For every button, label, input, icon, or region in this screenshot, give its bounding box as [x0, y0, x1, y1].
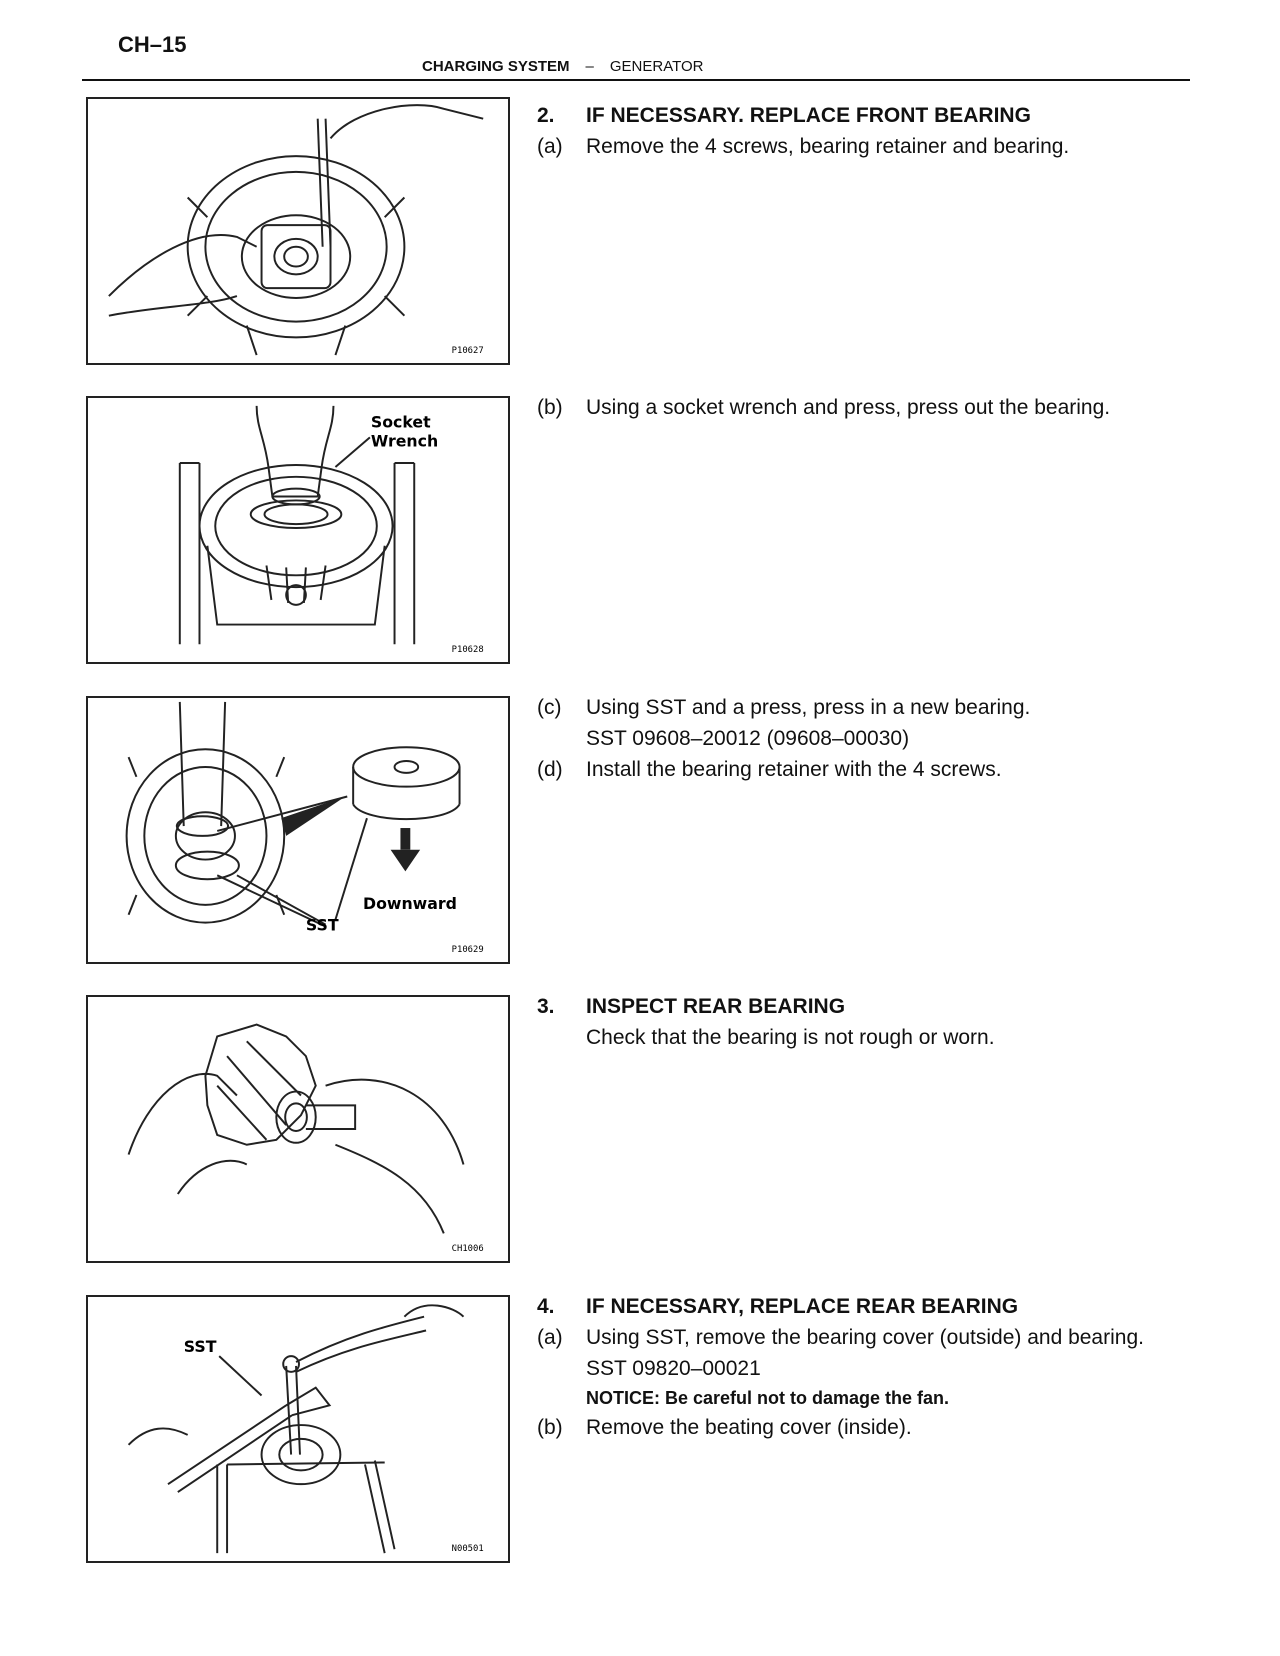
substep-text: Remove the beating cover (inside).: [586, 1416, 912, 1439]
step-title: IF NECESSARY. REPLACE FRONT BEARING: [586, 104, 1031, 127]
step-title: IF NECESSARY, REPLACE REAR BEARING: [586, 1295, 1019, 1318]
sst-number: SST 09608–20012 (09608–00030): [586, 727, 910, 750]
figure-code: N00501: [452, 1544, 484, 1554]
substep-letter: (d): [537, 758, 563, 781]
figure-press-out-bearing: Socket Wrench P10628: [86, 396, 510, 664]
figure-code: P10628: [452, 645, 484, 655]
running-header: CHARGING SYSTEM–GENERATOR: [422, 58, 704, 75]
substep-letter: (c): [537, 696, 562, 719]
illustration-retainer-screws: P10627: [108, 104, 484, 356]
step-number: 2.: [537, 104, 555, 127]
step-2c-sst: SST 09608–20012 (09608–00030): [537, 723, 1217, 754]
label-socket: Socket: [371, 413, 431, 432]
illustration-socket-press: Socket Wrench P10628: [178, 405, 484, 655]
step-4a-notice: NOTICE: Be careful not to damage the fan…: [537, 1384, 1217, 1412]
step-4-heading: 4. IF NECESSARY, REPLACE REAR BEARING: [537, 1291, 1217, 1322]
notice-text: NOTICE: Be careful not to damage the fan…: [586, 1388, 950, 1408]
substep-letter: (a): [537, 1326, 563, 1349]
step-3-block: 3. INSPECT REAR BEARING Check that the b…: [537, 991, 1217, 1053]
section-title: CHARGING SYSTEM: [422, 58, 570, 75]
substep-letter: (b): [537, 1416, 563, 1439]
step-2d: (d) Install the bearing retainer with th…: [537, 754, 1217, 785]
illustration-sst-puller: SST N00501: [127, 1304, 484, 1554]
label-downward: Downward: [363, 894, 457, 913]
figure-code: CH1006: [452, 1244, 484, 1254]
step-2c-block: (c) Using SST and a press, press in a ne…: [537, 692, 1217, 785]
step-4a: (a) Using SST, remove the bearing cover …: [537, 1322, 1217, 1353]
sst-number: SST 09820–00021: [586, 1357, 761, 1380]
illustration-hands-bearing: CH1006: [127, 1023, 484, 1254]
subsection-title: GENERATOR: [609, 58, 704, 75]
step-number: 4.: [537, 1295, 555, 1318]
substep-text: Using a socket wrench and press, press o…: [586, 396, 1111, 419]
figure-remove-rear-bearing: SST N00501: [86, 1295, 510, 1563]
step-2b: (b) Using a socket wrench and press, pre…: [537, 392, 1217, 423]
figure-code: P10629: [452, 945, 484, 955]
step-2-heading: 2. IF NECESSARY. REPLACE FRONT BEARING: [537, 100, 1217, 131]
header-rule: [82, 79, 1190, 81]
header-separator: –: [585, 58, 594, 75]
figure-code: P10627: [452, 346, 484, 356]
illustration-sst-press: Downward SST P10629: [125, 701, 484, 955]
step-2c: (c) Using SST and a press, press in a ne…: [537, 692, 1217, 723]
step-3-heading: 3. INSPECT REAR BEARING: [537, 991, 1217, 1022]
substep-letter: (a): [537, 135, 563, 158]
substep-letter: (b): [537, 396, 563, 419]
figure-remove-retainer: P10627: [86, 97, 510, 365]
substep-text: Using SST, remove the bearing cover (out…: [586, 1326, 1144, 1349]
substep-text: Using SST and a press, press in a new be…: [586, 696, 1031, 719]
step-4-block: 4. IF NECESSARY, REPLACE REAR BEARING (a…: [537, 1291, 1217, 1443]
figure-press-in-bearing: Downward SST P10629: [86, 696, 510, 964]
page-number: CH–15: [118, 32, 187, 57]
step-number: 3.: [537, 995, 555, 1018]
substep-text: Remove the 4 screws, bearing retainer an…: [586, 135, 1070, 158]
figure-inspect-rear-bearing: CH1006: [86, 995, 510, 1263]
substep-text: Install the bearing retainer with the 4 …: [586, 758, 1002, 781]
step-4b: (b) Remove the beating cover (inside).: [537, 1412, 1217, 1443]
label-sst: SST: [306, 915, 339, 934]
step-2b-block: (b) Using a socket wrench and press, pre…: [537, 392, 1217, 423]
step-4a-sst: SST 09820–00021: [537, 1353, 1217, 1384]
label-wrench: Wrench: [371, 431, 438, 450]
step-title: INSPECT REAR BEARING: [586, 995, 846, 1018]
label-sst: SST: [184, 1337, 217, 1356]
step-2-block: 2. IF NECESSARY. REPLACE FRONT BEARING (…: [537, 100, 1217, 162]
step-text: Check that the bearing is not rough or w…: [586, 1026, 995, 1049]
step-3-text: Check that the bearing is not rough or w…: [537, 1022, 1217, 1053]
step-2a: (a) Remove the 4 screws, bearing retaine…: [537, 131, 1217, 162]
